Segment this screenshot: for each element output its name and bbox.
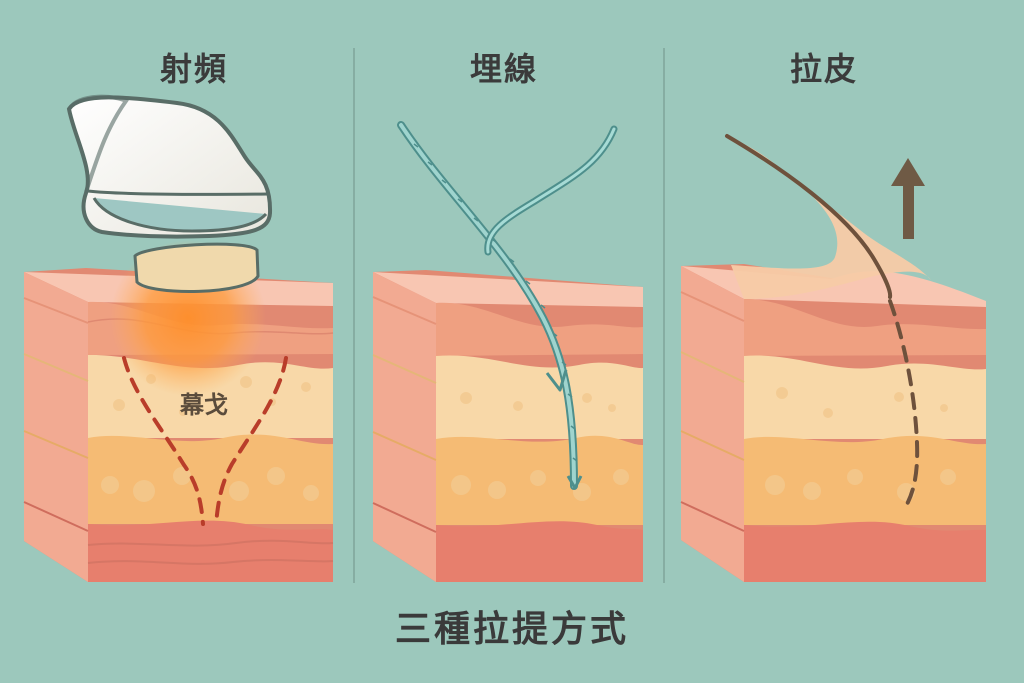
thread-icon (397, 121, 618, 490)
panel-lift (680, 134, 986, 582)
panel-thread (372, 121, 643, 582)
panel-title-thread: 埋線 (469, 50, 538, 88)
rf-energy-lines (122, 356, 288, 527)
panel-title-lift: 拉皮 (789, 50, 858, 88)
rf-annotation: 幕戈 (179, 391, 228, 419)
skin-block-thread (372, 270, 643, 582)
figure-caption: 三種拉提方式 (394, 609, 629, 650)
lift-line (888, 299, 920, 513)
panel-divider-1 (353, 48, 355, 583)
panel-title-rf: 射頻 (159, 50, 228, 88)
skin-block-lift (680, 264, 986, 582)
skin-flap (725, 134, 931, 299)
panel-divider-2 (663, 48, 665, 583)
up-arrow-icon (891, 158, 925, 239)
panel-rf: 幕戈 (23, 94, 334, 582)
rf-probe-icon (66, 94, 273, 293)
